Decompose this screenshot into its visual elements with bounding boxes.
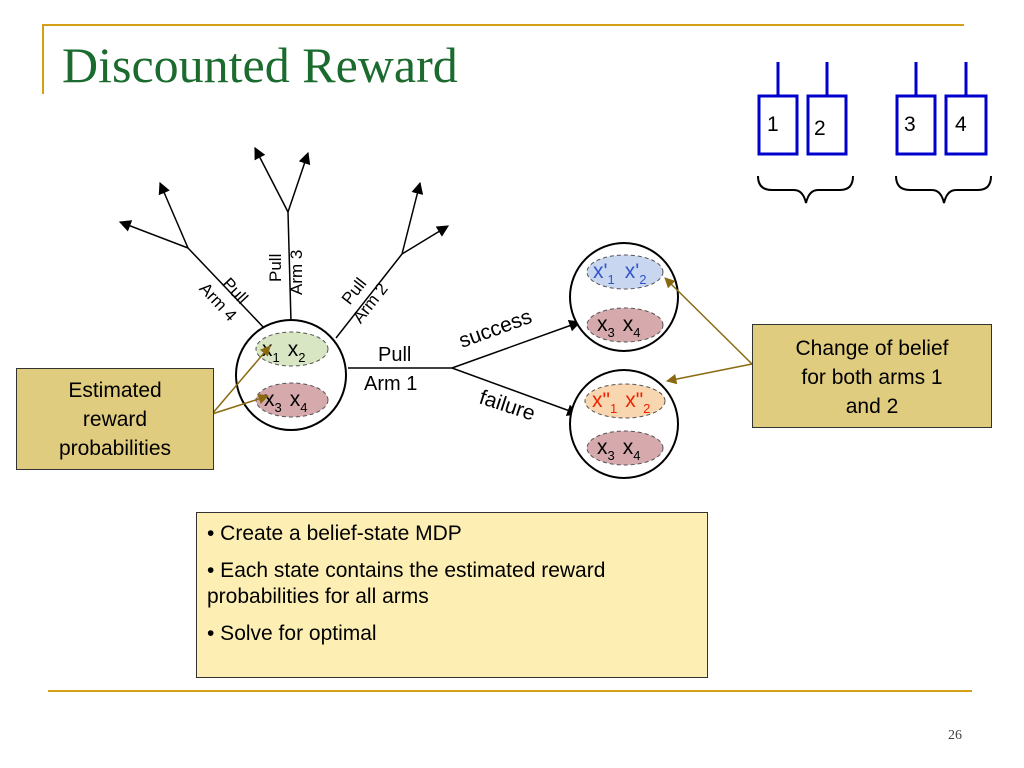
failure-sub4: 4 <box>633 448 640 463</box>
change-line-1: Change of belief <box>795 337 949 360</box>
pull-arm-4-label: Pull Arm 4 <box>196 274 252 325</box>
arm-label-1: 1 <box>767 113 779 136</box>
left-accent-line <box>42 24 44 94</box>
est-pointer-top <box>211 345 271 415</box>
root-x3: x <box>264 388 275 411</box>
pull-arm-2-label: Pull Arm 2 <box>338 274 392 327</box>
est-pointer-bottom <box>211 393 269 415</box>
failure-sub3: 3 <box>608 448 615 463</box>
arm-machine-4: 4 <box>944 62 988 156</box>
pull-arm-1-line1: Pull <box>378 344 411 366</box>
failure-sub1: 1 <box>610 401 617 416</box>
svg-text:x"1x"2: x"1x"2 <box>592 389 650 416</box>
root-sub2: 2 <box>298 350 305 365</box>
success-sub2: 2 <box>639 272 646 287</box>
summary-bullet-box: • Create a belief-state MDP • Each state… <box>196 512 708 678</box>
change-of-belief-callout: Change of belief for both arms 1 and 2 <box>752 324 992 428</box>
bandit-machines: 1 2 3 4 <box>757 62 992 204</box>
callout-pointers <box>211 277 753 415</box>
pull-arm-1-line2: Arm 1 <box>364 373 417 395</box>
success-sub4: 4 <box>633 325 640 340</box>
failure-x2: x" <box>625 389 643 412</box>
change-pointer-top <box>664 277 753 365</box>
bottom-accent-line <box>48 690 972 692</box>
pull-arm-3-line2: Arm 3 <box>287 250 306 295</box>
brace-arms-3-4 <box>895 175 992 204</box>
arm-label-3: 3 <box>904 113 916 136</box>
arm-label-4: 4 <box>955 113 967 136</box>
slide-title: Discounted Reward <box>62 37 458 93</box>
estimated-line-3: probabilities <box>58 437 172 460</box>
change-line-3: and 2 <box>845 395 899 418</box>
bullet-item-2: • Each state contains the estimated rewa… <box>207 559 606 608</box>
root-sub1: 1 <box>273 350 280 365</box>
root-x4: x <box>290 388 301 411</box>
brace-arms-1-2 <box>757 175 854 204</box>
failure-arm34-ellipse <box>586 430 664 466</box>
root-sub4: 4 <box>300 400 307 415</box>
estimated-line-2: reward <box>82 408 148 431</box>
failure-sub2: 2 <box>643 401 650 416</box>
success-x4: x <box>623 313 634 336</box>
arm-machine-3: 3 <box>895 62 937 156</box>
root-x2: x <box>288 338 299 361</box>
failure-x4: x <box>623 436 634 459</box>
pull-arm-3-label: Pull Arm 3 <box>266 250 306 295</box>
pull-arm-3-line1: Pull <box>266 254 285 282</box>
success-arm34-ellipse <box>586 307 664 343</box>
root-sub3: 3 <box>275 400 282 415</box>
root-arm12-ellipse <box>255 331 329 367</box>
page-number: 26 <box>948 728 962 743</box>
success-sub1: 1 <box>608 272 615 287</box>
failure-label: failure <box>476 386 538 426</box>
success-arm12-ellipse <box>586 254 664 290</box>
top-accent-line <box>42 24 964 26</box>
success-x2: x' <box>625 260 640 283</box>
failure-x1: x" <box>592 389 610 412</box>
success-sub3: 3 <box>608 325 615 340</box>
arm-machine-1: 1 <box>757 62 799 156</box>
bullet-item-3: • Solve for optimal <box>207 622 377 645</box>
svg-text:x'1x'2: x'1x'2 <box>593 260 647 287</box>
change-pointer-bottom <box>665 363 753 385</box>
success-label: success <box>456 305 535 353</box>
success-x3: x <box>597 313 608 336</box>
success-x1: x' <box>593 260 608 283</box>
change-line-2: for both arms 1 <box>801 366 943 389</box>
arm-machine-2: 2 <box>806 62 848 156</box>
tree-branches <box>118 146 582 416</box>
arm-label-2: 2 <box>814 117 826 140</box>
failure-arm12-ellipse <box>584 383 666 419</box>
bullet-item-1: • Create a belief-state MDP <box>207 522 462 545</box>
estimated-reward-callout: Estimated reward probabilities <box>16 368 214 470</box>
estimated-line-1: Estimated <box>68 379 162 402</box>
failure-x3: x <box>597 436 608 459</box>
